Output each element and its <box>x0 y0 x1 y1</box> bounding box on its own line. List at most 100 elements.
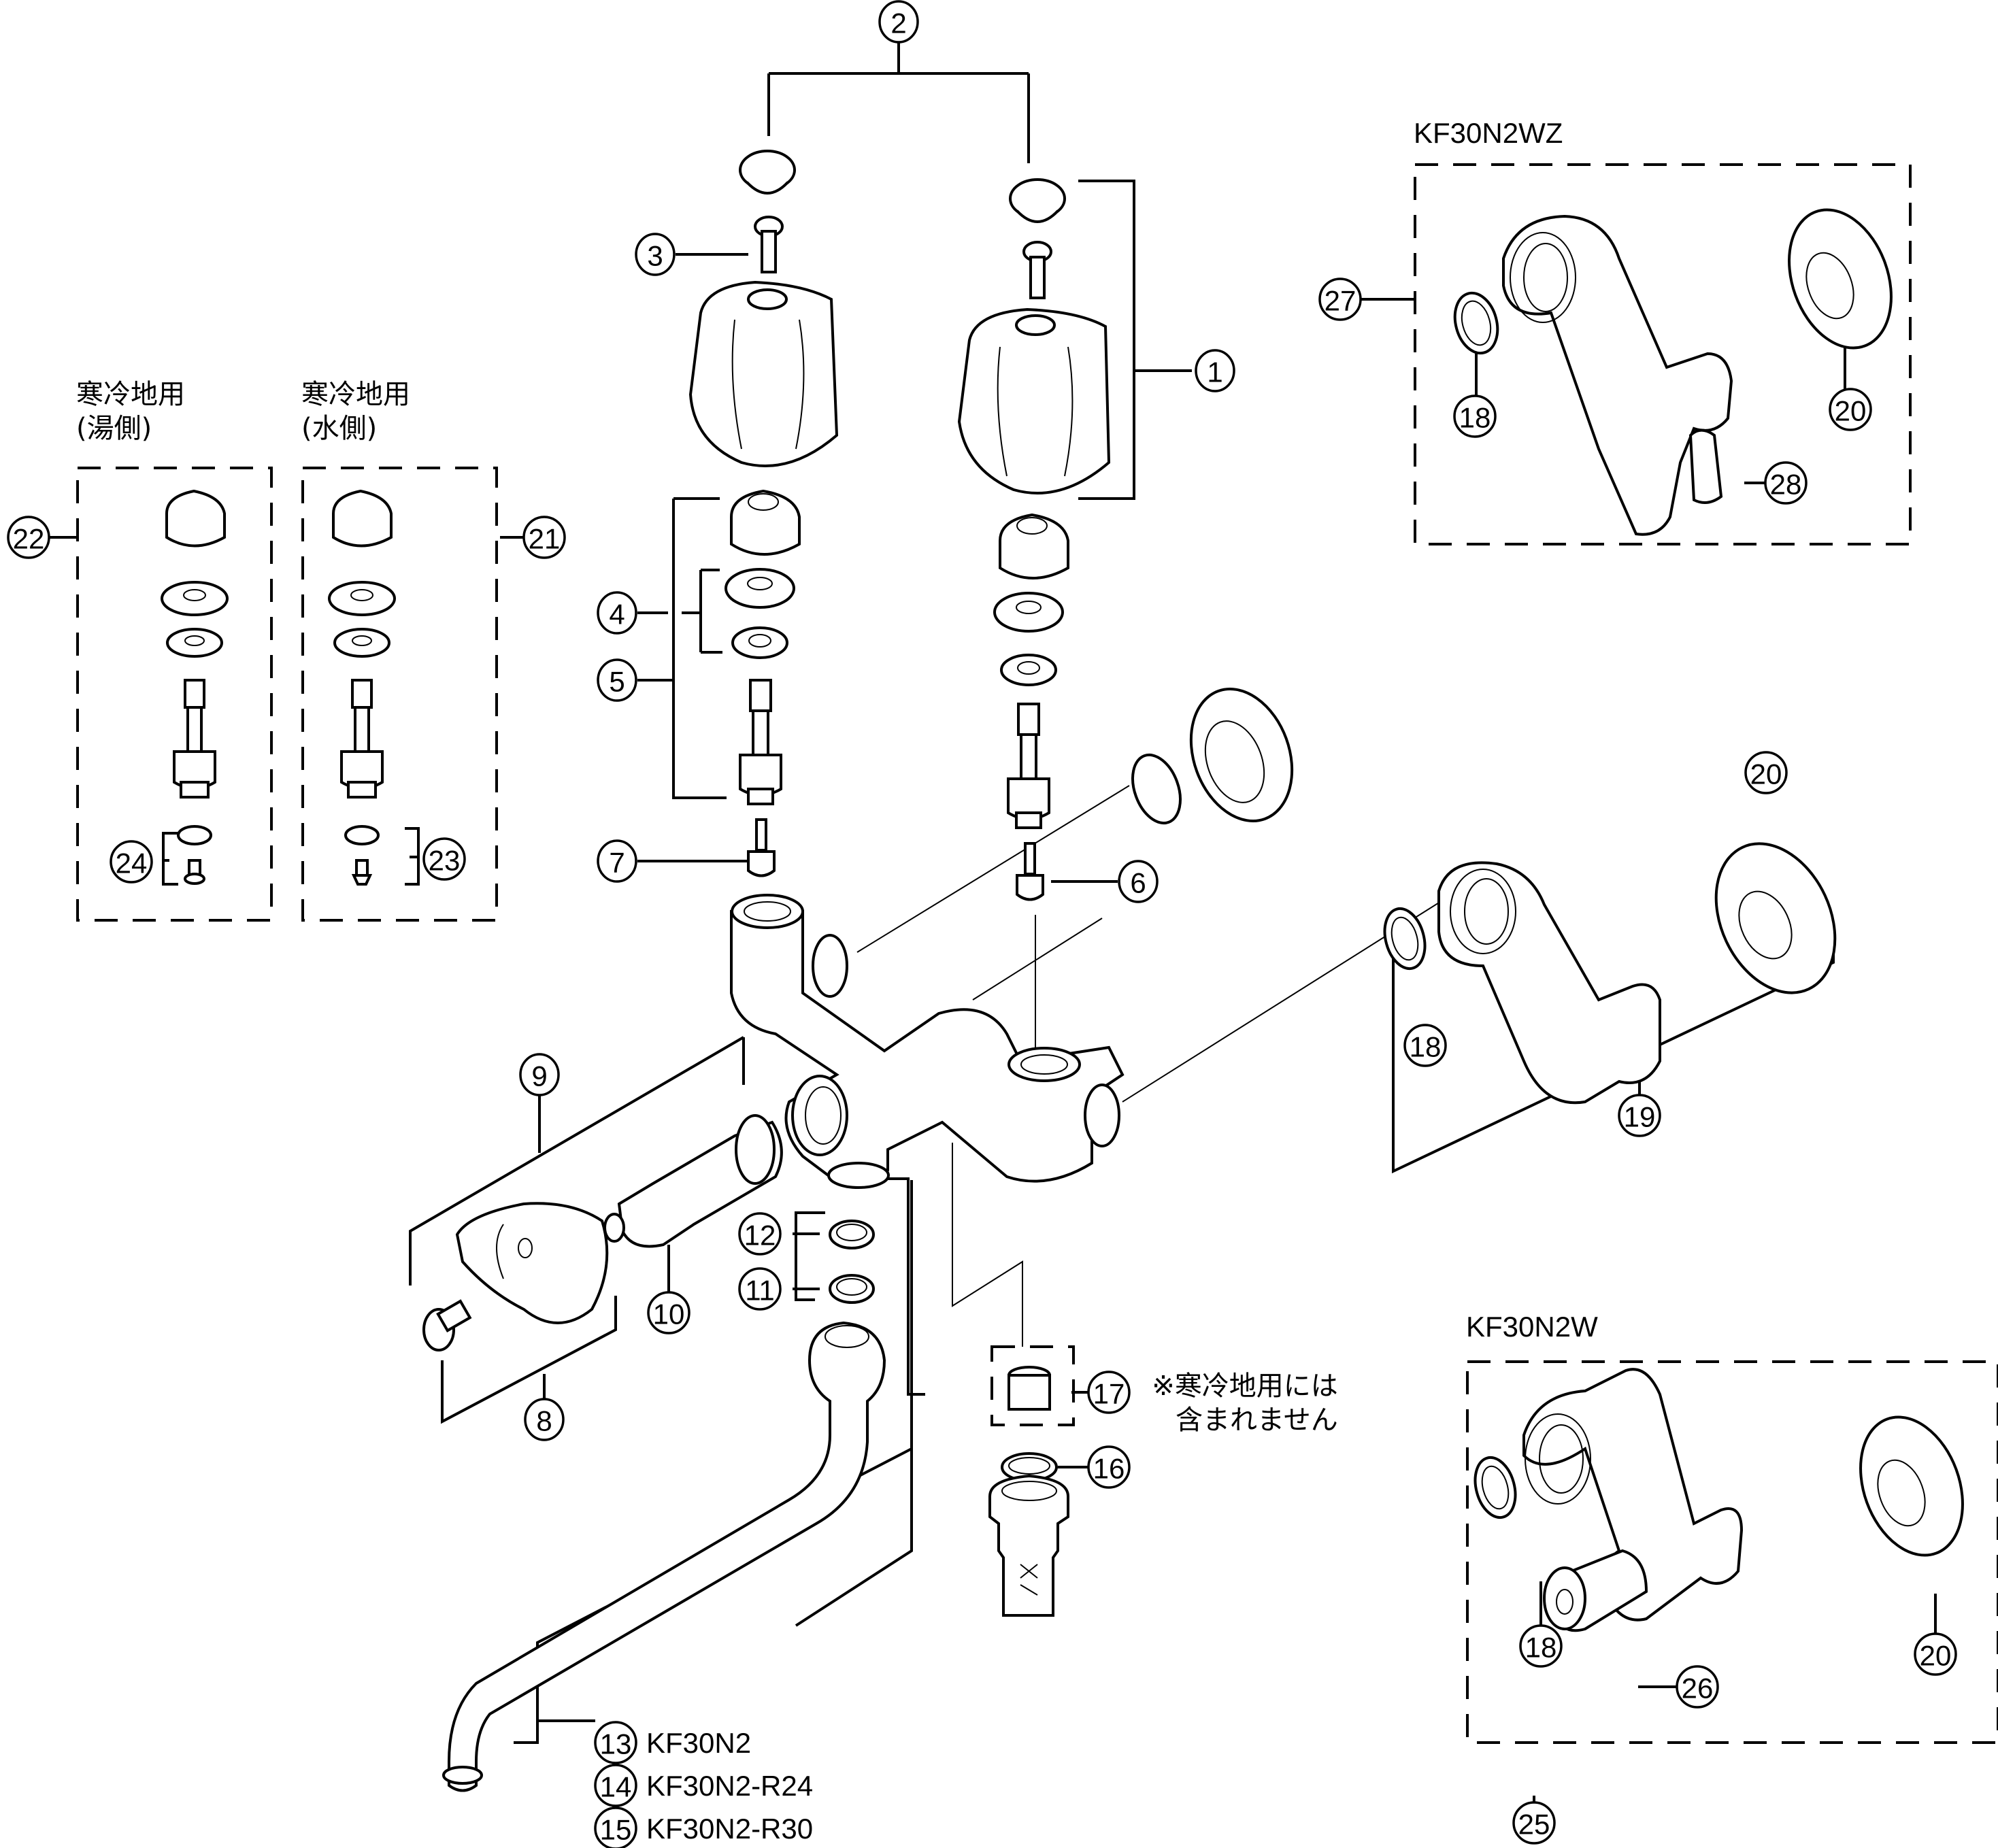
callout-number: 28 <box>1770 469 1802 501</box>
callout-number: 11 <box>745 1275 775 1307</box>
callout-circle <box>422 837 466 881</box>
callout-c21: 21 <box>522 516 566 559</box>
callout-circle <box>878 0 919 44</box>
spout-variant-13: KF30N2 <box>646 1727 752 1759</box>
cold-region-hot-title: 寒冷地用 (湯側) <box>76 377 185 446</box>
handle-left <box>688 280 839 467</box>
callout-circle <box>1829 388 1872 431</box>
callout-circle <box>519 1053 560 1096</box>
cap-right <box>1009 178 1066 223</box>
callout-circle <box>1764 461 1808 505</box>
spout-variant-14: KF30N2-R24 <box>646 1770 814 1802</box>
handle-screw-right <box>1022 241 1052 299</box>
callout-number: 22 <box>13 523 45 555</box>
ring-12 <box>829 1220 875 1249</box>
packing-left <box>725 568 795 609</box>
callout-c20a: 20 <box>1744 751 1788 794</box>
washer-left <box>731 626 788 659</box>
kf30n2wz-title: KF30N2WZ <box>1414 117 1563 149</box>
callout-number: 1 <box>1207 356 1222 388</box>
cold-region-cold-title-line2: (水側) <box>301 413 378 444</box>
callout-c16: 16 <box>1087 1445 1131 1489</box>
callout-number: 21 <box>529 523 561 555</box>
ring-11 <box>829 1274 875 1304</box>
callout-number: 14 <box>600 1771 632 1803</box>
callout-number: 15 <box>600 1814 632 1846</box>
callout-circle <box>738 1212 782 1256</box>
callout-number: 16 <box>1093 1453 1125 1485</box>
spout-13 <box>442 1321 886 1792</box>
washer-18-main <box>1383 907 1427 971</box>
handle-right <box>957 307 1111 494</box>
callout-c3: 3 <box>635 233 676 276</box>
callout-c4: 4 <box>597 591 637 635</box>
top-7 <box>747 818 776 877</box>
wz-elbow-27 <box>1502 214 1733 536</box>
callout-c18c: 18 <box>1519 1624 1563 1668</box>
callout-c28: 28 <box>1764 461 1808 505</box>
callout-circle <box>110 840 153 884</box>
callout-c11: 11 <box>738 1267 782 1311</box>
callout-circle <box>1318 278 1362 321</box>
cold-region-cold-title-line1: 寒冷地用 <box>301 379 410 410</box>
kit-hot-parts <box>161 489 229 885</box>
callout-number: 18 <box>1459 402 1491 434</box>
temperature-handle <box>455 1202 609 1324</box>
callout-c18a: 18 <box>1403 1024 1447 1067</box>
callout-number: 6 <box>1130 867 1146 899</box>
cold-region-hot-title-line2: (湯側) <box>76 413 152 444</box>
callout-c5: 5 <box>597 658 637 702</box>
callout-number: 26 <box>1682 1673 1714 1704</box>
handle-screw-8 <box>422 1299 472 1351</box>
callout-number: 17 <box>1093 1378 1125 1410</box>
callout-circle <box>7 516 50 559</box>
callout-number: 20 <box>1920 1640 1952 1672</box>
wz-washer-18 <box>1453 291 1499 355</box>
callout-circle <box>1676 1665 1719 1709</box>
shower-hose-fitting <box>988 1474 1069 1617</box>
w-washer-18 <box>1473 1456 1517 1519</box>
callout-circle <box>647 1291 690 1334</box>
callout-number: 20 <box>1835 395 1867 427</box>
callout-circle <box>1744 751 1788 794</box>
callout-number: 9 <box>531 1060 547 1092</box>
callout-circle <box>1914 1632 1957 1676</box>
gland-nut-left <box>730 489 801 556</box>
callout-circle <box>594 1764 637 1807</box>
callout-c9: 9 <box>519 1053 560 1096</box>
spindle-right <box>1007 703 1050 829</box>
callout-number: 24 <box>116 847 148 879</box>
callout-c2: 2 <box>878 0 919 44</box>
kf30n2w-title: KF30N2W <box>1466 1311 1598 1343</box>
callout-number: 3 <box>647 240 663 272</box>
callout-c20b: 20 <box>1829 388 1872 431</box>
callout-circle <box>597 839 637 883</box>
kit-cold-parts <box>328 489 396 886</box>
callout-c26: 26 <box>1676 1665 1719 1709</box>
callout-circle <box>1118 860 1159 903</box>
wz-flange-20 <box>1788 208 1893 350</box>
callout-c17: 17 <box>1087 1371 1131 1414</box>
callout-number: 20 <box>1750 758 1782 790</box>
callout-c20c: 20 <box>1914 1632 1957 1676</box>
callout-c19: 19 <box>1618 1094 1661 1137</box>
callout-circle <box>1453 394 1497 438</box>
note-17-line1: ※寒冷地用には <box>1152 1371 1338 1402</box>
callout-number: 10 <box>653 1298 685 1330</box>
callout-number: 27 <box>1325 285 1356 317</box>
handle-screw-left <box>754 216 784 273</box>
callout-c6: 6 <box>1118 860 1159 903</box>
callout-c27: 27 <box>1318 278 1362 321</box>
callout-number: 7 <box>609 847 625 879</box>
kf30n2wz-box <box>1414 163 1912 545</box>
callout-circle <box>1519 1624 1563 1668</box>
callout-number: 2 <box>890 7 906 39</box>
w-elbow <box>1522 1368 1744 1622</box>
callout-c22: 22 <box>7 516 50 559</box>
callout-number: 23 <box>429 845 461 877</box>
flange-20-main <box>1714 842 1837 994</box>
top-6 <box>1016 842 1044 901</box>
callout-s15: 15 <box>594 1807 637 1848</box>
callout-circle <box>597 591 637 635</box>
